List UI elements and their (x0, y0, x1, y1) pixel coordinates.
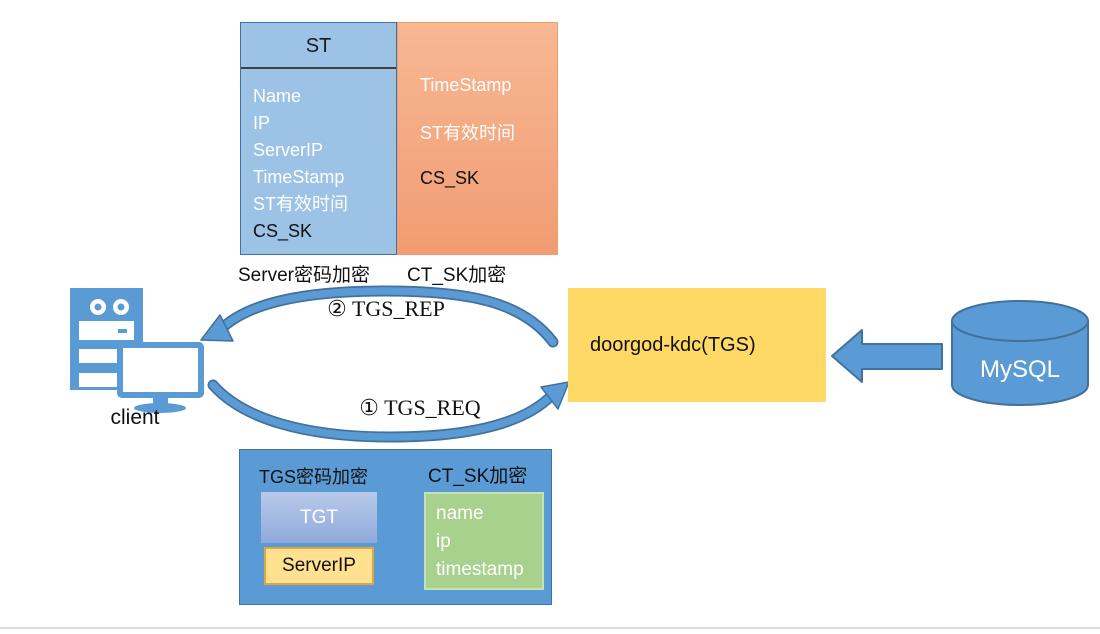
authenticator-box: name ip timestamp (424, 492, 544, 590)
server-ip-box: ServerIP (264, 547, 374, 585)
session-field: ST有效时间 (420, 123, 516, 143)
tgt-box: TGT (261, 492, 377, 543)
mysql-label: MySQL (980, 356, 1060, 383)
session-key-fields: TimeStamp ST有效时间 CS_SK (398, 23, 557, 189)
st-field: ServerIP (253, 140, 324, 160)
client-computer-icon (70, 288, 204, 413)
authenticator-field: timestamp (436, 559, 524, 580)
st-encryption-caption: Server密码加密 (238, 265, 370, 286)
session-key-box: TimeStamp ST有效时间 CS_SK (397, 22, 558, 255)
tgs-request-packet-box: TGS密码加密 CT_SK加密 TGT ServerIP name ip tim… (239, 449, 552, 605)
st-field: Name (253, 86, 302, 106)
kdc-box: doorgod-kdc(TGS) (568, 288, 826, 402)
st-ticket-fields: Name IP ServerIP TimeStamp ST有效时间 CS_SK (241, 69, 396, 245)
session-encryption-caption: CT_SK加密 (407, 265, 507, 286)
server-ip-label: ServerIP (282, 555, 356, 576)
tgs-rep-arc (216, 287, 557, 346)
tgs-req-arrowhead (540, 381, 570, 410)
tgs-flow-arrows (200, 285, 570, 443)
tgt-label: TGT (300, 506, 338, 528)
st-ticket-box: ST Name IP ServerIP TimeStamp ST有效时间 CS_… (240, 22, 397, 255)
authenticator-field: ip (436, 531, 451, 552)
tgt-encryption-caption: TGS密码加密 (259, 467, 369, 487)
client-label: client (110, 406, 160, 429)
session-field: TimeStamp (420, 75, 512, 95)
authenticator-field: name (436, 503, 484, 524)
db-to-kdc-arrow (831, 329, 943, 383)
tgs-rep-label: ② TGS_REP (327, 296, 445, 321)
tgs-req-arc (209, 381, 556, 441)
tgs-rep-arrowhead (200, 314, 234, 342)
st-field: IP (253, 113, 271, 133)
tgs-req-label: ① TGS_REQ (359, 395, 481, 420)
st-field-cs-sk: CS_SK (253, 221, 313, 241)
authenticator-encryption-caption: CT_SK加密 (428, 466, 528, 487)
st-field: ST有效时间 (253, 194, 349, 214)
kdc-label: doorgod-kdc(TGS) (590, 333, 756, 356)
st-ticket-title: ST (241, 23, 396, 69)
bottom-divider (0, 627, 1100, 629)
mysql-database-icon: MySQL (951, 300, 1089, 406)
session-field-cs-sk: CS_SK (420, 168, 480, 188)
st-field: TimeStamp (253, 167, 345, 187)
